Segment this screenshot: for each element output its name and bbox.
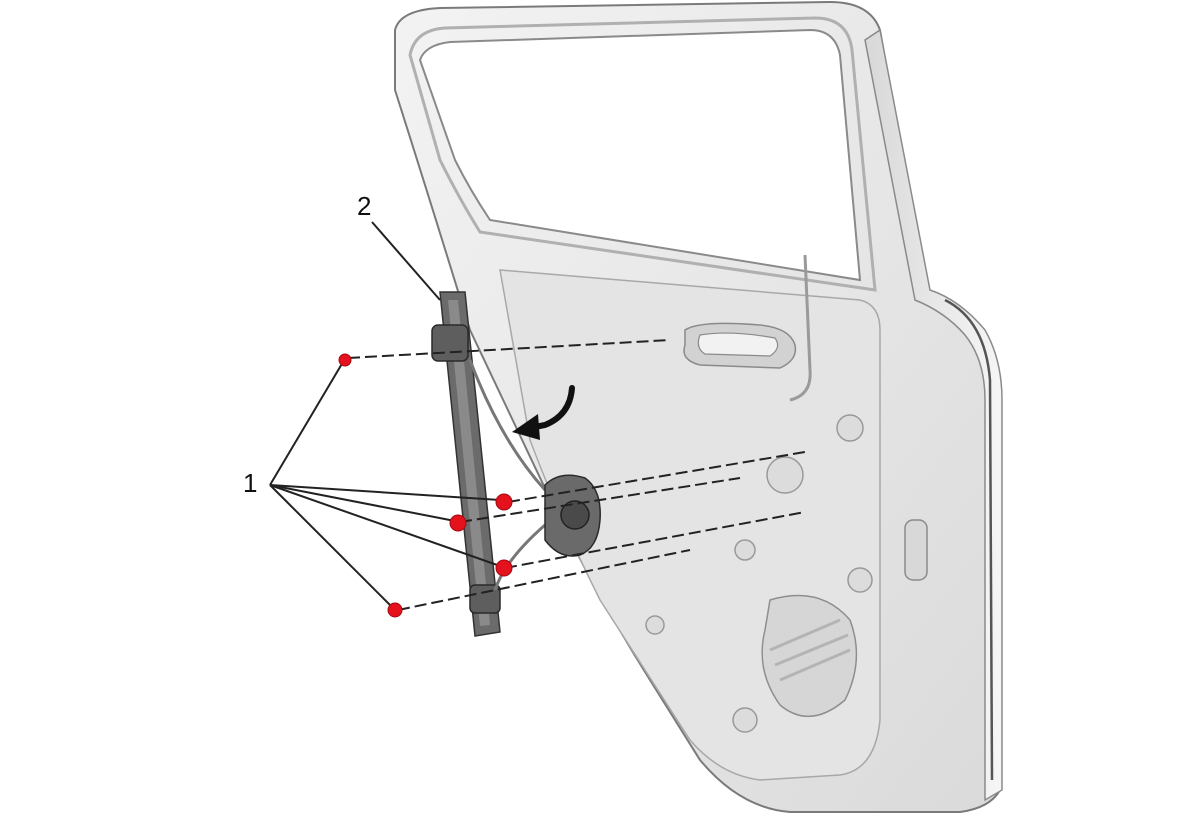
leader-line-2 bbox=[371, 221, 441, 301]
lock-rod bbox=[789, 254, 812, 402]
regulator-rail-highlight bbox=[448, 300, 490, 626]
access-hole bbox=[645, 615, 665, 635]
access-hole bbox=[734, 539, 756, 561]
fastener bbox=[495, 493, 513, 511]
leader-lines bbox=[269, 221, 501, 608]
rotation-arrow bbox=[527, 385, 575, 431]
regulator-cable bbox=[493, 523, 546, 591]
access-hole bbox=[766, 456, 804, 494]
fastener bbox=[387, 602, 403, 618]
access-hole bbox=[836, 414, 864, 442]
fasteners bbox=[338, 353, 513, 618]
window-opening bbox=[418, 28, 862, 282]
leader-line-1 bbox=[269, 484, 393, 608]
alignment-line bbox=[397, 549, 691, 611]
fastener bbox=[449, 514, 467, 532]
alignment-lines bbox=[347, 339, 806, 611]
alignment-line bbox=[347, 339, 671, 359]
fastener bbox=[338, 353, 352, 367]
speaker-grille bbox=[769, 618, 851, 682]
latch-detail bbox=[904, 519, 928, 581]
regulator-bottom-slider bbox=[469, 584, 501, 614]
door-seal bbox=[944, 298, 994, 781]
rotation-arrow-head bbox=[512, 414, 540, 440]
leader-line-1 bbox=[269, 484, 501, 567]
door-handle bbox=[697, 332, 779, 357]
leader-line-1 bbox=[269, 484, 501, 501]
speaker-opening bbox=[761, 594, 858, 718]
door-rear-edge bbox=[864, 28, 1003, 802]
alignment-line bbox=[459, 477, 741, 523]
access-hole bbox=[732, 707, 758, 733]
door-panel bbox=[394, 0, 1003, 813]
regulator-cable bbox=[468, 359, 547, 492]
regulator-top-slider bbox=[431, 324, 469, 362]
callout-label-fasteners: 1 bbox=[243, 468, 258, 498]
leader-line-1 bbox=[269, 484, 456, 522]
access-hole bbox=[847, 567, 873, 593]
callout-label-window-regulator: 2 bbox=[357, 191, 372, 221]
fastener bbox=[495, 559, 513, 577]
window-trim bbox=[408, 16, 877, 292]
leader-line-1 bbox=[269, 361, 344, 486]
regulator-motor-hub bbox=[560, 500, 590, 530]
